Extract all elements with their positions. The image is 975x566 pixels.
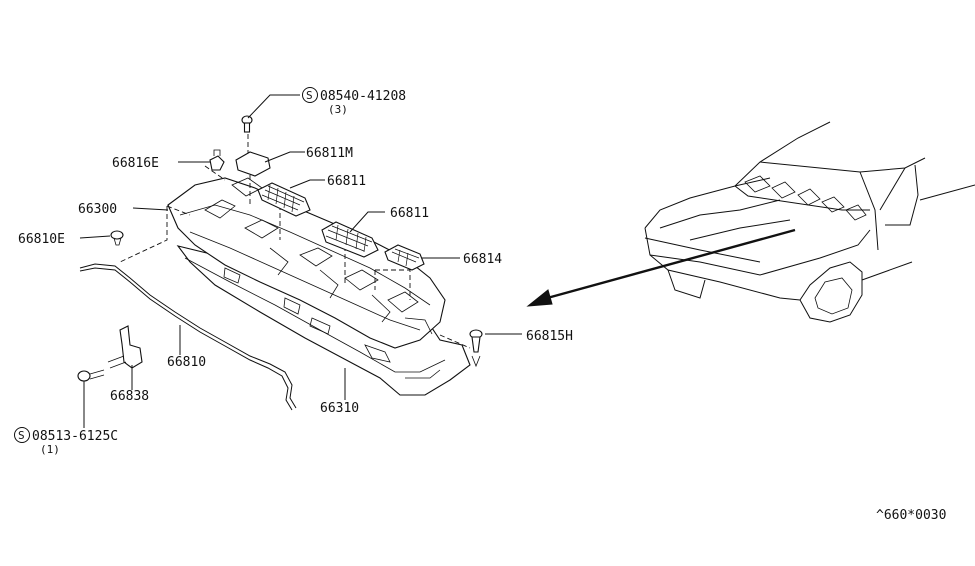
leader-lines (79, 94, 522, 428)
screw-top-qty: (3) (328, 103, 348, 116)
label-bracket: 66838 (110, 389, 149, 404)
label-panel-lower: 66310 (320, 401, 359, 416)
label-grille-a: 66811 (327, 174, 366, 189)
fastener-66815H (469, 329, 483, 368)
label-fastener-right: 66815H (526, 329, 573, 344)
drawing-code: ^660*0030 (876, 508, 946, 523)
screw-bottom-qty: (1) (40, 443, 60, 456)
seal-66810 (79, 263, 297, 409)
label-grille-c: 66814 (463, 252, 502, 267)
screw-bottom-symbol: S (18, 429, 25, 442)
label-panel-upper: 66300 (78, 202, 117, 217)
grommet-66810E (110, 230, 124, 246)
clip-66816E (209, 149, 225, 171)
label-grommet: 66810E (18, 232, 65, 247)
label-cover: 66811M (306, 146, 353, 161)
cowl-panel-assembly (167, 177, 471, 396)
grille-66811-middle (321, 221, 379, 258)
cover-66811M (235, 151, 271, 177)
callout-screw-bottom: S 08513-6125C (1) (14, 427, 118, 456)
screw-top-number: 08540-41208 (320, 89, 406, 104)
screw-top-symbol: S (306, 89, 313, 102)
screw-bottom-number: 08513-6125C (32, 429, 118, 444)
dashed-guides (119, 118, 471, 349)
label-seal: 66810 (167, 355, 206, 370)
screw-top (241, 115, 253, 133)
grille-66811-upper (257, 182, 311, 217)
callout-screw-top: S 08540-41208 (3) (302, 87, 406, 116)
label-grille-b: 66811 (390, 206, 429, 221)
bracket-66838 (107, 325, 143, 369)
label-clip-left: 66816E (112, 156, 159, 171)
car-illustration (644, 121, 975, 323)
location-arrow (526, 228, 796, 307)
grille-66814 (384, 244, 425, 271)
screw-bottom (77, 369, 105, 382)
